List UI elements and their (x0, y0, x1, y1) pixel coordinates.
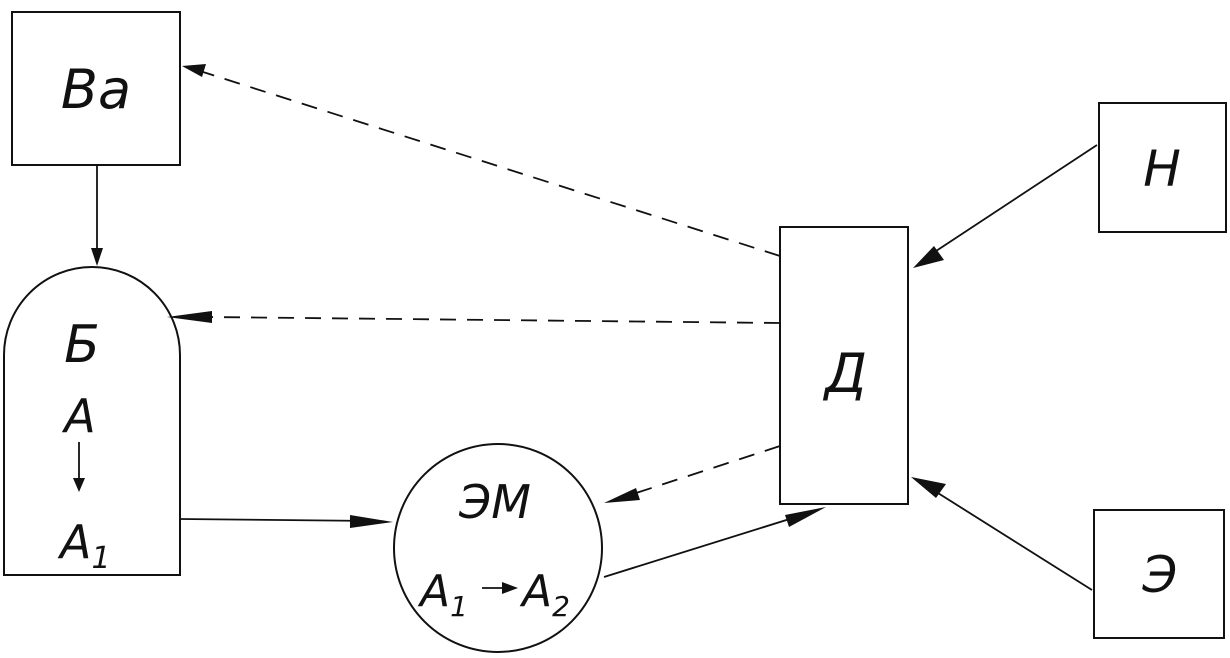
node-b-a1-sub: 1 (91, 541, 110, 576)
node-va-box (11, 11, 181, 166)
edge-d-to-va-line (202, 71, 781, 257)
node-b-label: Б (64, 315, 100, 375)
node-b-shape (3, 266, 181, 576)
node-n: Н (1098, 102, 1227, 233)
edge-va-to-b-arrowhead (91, 248, 103, 266)
edge-em-to-d-line (603, 511, 813, 578)
node-d: Д (779, 226, 909, 505)
edge-em-to-d (603, 507, 826, 578)
node-d-box (779, 226, 909, 505)
node-em-label: ЭМ (458, 475, 531, 529)
edge-d-to-b (167, 311, 781, 324)
node-em: ЭМ А1 А2 (393, 443, 603, 653)
edge-b-to-em-arrowhead (350, 515, 393, 528)
edge-e-to-d-line (929, 487, 1093, 591)
node-em-from: А1 (417, 566, 468, 623)
node-b-substance-a1: А1 (57, 515, 111, 576)
edge-va-to-b (91, 165, 103, 266)
node-va: Ва (11, 11, 181, 166)
node-va-label: Ва (61, 58, 131, 121)
edge-d-to-va (182, 64, 781, 257)
node-n-label: Н (1143, 140, 1181, 198)
node-em-internal-arrowhead (502, 582, 518, 594)
node-d-label: Д (823, 342, 867, 405)
node-b: Б А А1 (3, 266, 181, 576)
edge-e-to-d (911, 477, 1093, 591)
edge-d-to-em (604, 445, 781, 503)
node-em-from-main: А (417, 566, 450, 617)
node-b-substance-a: А (61, 389, 95, 443)
node-em-from-sub: 1 (450, 590, 468, 623)
edge-n-to-d-line (929, 144, 1098, 256)
node-em-circle (393, 443, 603, 653)
node-n-box (1098, 102, 1227, 233)
edge-n-to-d (913, 144, 1098, 268)
edge-b-to-em-line (179, 518, 376, 522)
node-em-to: А2 (519, 566, 570, 623)
node-em-to-main: А (519, 566, 552, 617)
edge-b-to-em (179, 515, 393, 528)
edge-d-to-em-arrowhead (604, 488, 640, 503)
edge-d-to-va-arrowhead (182, 64, 206, 77)
edge-d-to-b-line (207, 316, 781, 324)
node-e-label: Э (1142, 546, 1178, 604)
node-e-box (1093, 509, 1225, 639)
node-em-to-sub: 2 (552, 590, 570, 623)
node-b-internal-arrowhead (73, 478, 85, 492)
edge-n-to-d-arrowhead (913, 246, 944, 268)
node-e: Э (1093, 509, 1225, 639)
edge-em-to-d-arrowhead (785, 507, 826, 527)
node-b-a1-main: А (57, 515, 91, 569)
edge-d-to-em-line (629, 445, 781, 496)
edge-e-to-d-arrowhead (911, 477, 946, 498)
edge-d-to-b-arrowhead (167, 311, 212, 323)
